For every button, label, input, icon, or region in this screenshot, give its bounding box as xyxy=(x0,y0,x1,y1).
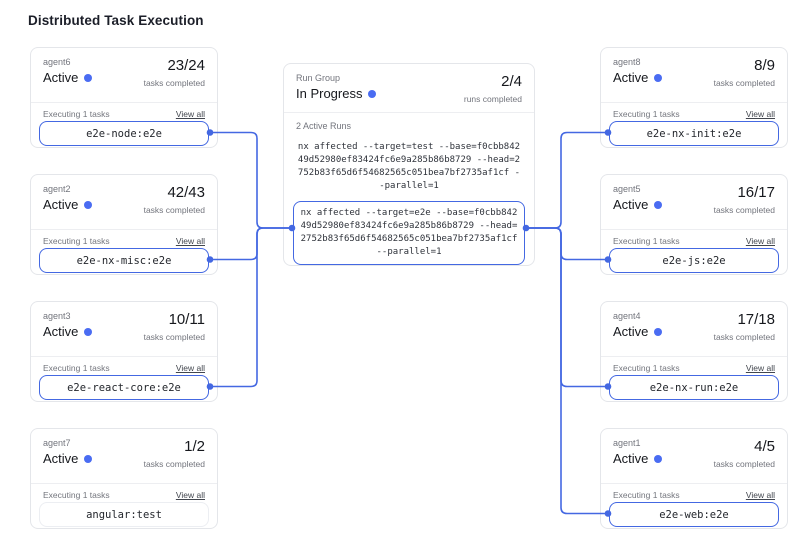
executing-label: Executing 1 tasks xyxy=(613,363,680,373)
executing-label: Executing 1 tasks xyxy=(43,363,110,373)
tasks-count-caption: tasks completed xyxy=(144,332,205,342)
agent-card-agent4: agent4 Active 17/18 tasks completed Exec… xyxy=(600,301,788,402)
tasks-count-caption: tasks completed xyxy=(144,78,205,88)
executing-label: Executing 1 tasks xyxy=(613,236,680,246)
agent-status: Active xyxy=(43,324,78,339)
tasks-count: 8/9 xyxy=(714,57,775,74)
tasks-count-caption: tasks completed xyxy=(714,332,775,342)
task-chip[interactable]: e2e-nx-misc:e2e xyxy=(39,248,209,273)
view-all-link[interactable]: View all xyxy=(746,109,775,119)
executing-label: Executing 1 tasks xyxy=(43,490,110,500)
agent-name: agent6 xyxy=(43,57,92,67)
agent-status: Active xyxy=(43,197,78,212)
agent-card-header: agent8 Active 8/9 tasks completed xyxy=(601,48,787,103)
executing-label: Executing 1 tasks xyxy=(613,109,680,119)
task-chip[interactable]: e2e-js:e2e xyxy=(609,248,779,273)
agent-card-header: agent3 Active 10/11 tasks completed xyxy=(31,302,217,357)
tasks-count: 10/11 xyxy=(144,311,205,328)
view-all-link[interactable]: View all xyxy=(176,109,205,119)
agent-card-header: agent1 Active 4/5 tasks completed xyxy=(601,429,787,484)
agent-name: agent3 xyxy=(43,311,92,321)
status-dot-icon xyxy=(84,201,92,209)
task-chip[interactable]: e2e-node:e2e xyxy=(39,121,209,146)
status-dot-icon xyxy=(654,201,662,209)
view-all-link[interactable]: View all xyxy=(176,363,205,373)
run-group-status: In Progress xyxy=(296,86,362,101)
status-dot-icon xyxy=(84,328,92,336)
agent-status: Active xyxy=(613,324,648,339)
tasks-count: 4/5 xyxy=(714,438,775,455)
tasks-count: 17/18 xyxy=(714,311,775,328)
runs-count: 2/4 xyxy=(464,73,522,90)
tasks-count: 42/43 xyxy=(144,184,205,201)
agent-status: Active xyxy=(613,451,648,466)
agent-card-agent6: agent6 Active 23/24 tasks completed Exec… xyxy=(30,47,218,148)
run-group-header: Run Group In Progress 2/4 runs completed xyxy=(284,64,534,113)
executing-label: Executing 1 tasks xyxy=(613,490,680,500)
agent-name: agent5 xyxy=(613,184,662,194)
runs-count-caption: runs completed xyxy=(464,94,522,104)
agent-name: agent2 xyxy=(43,184,92,194)
agent-name: agent4 xyxy=(613,311,662,321)
executing-label: Executing 1 tasks xyxy=(43,109,110,119)
page-title: Distributed Task Execution xyxy=(28,13,204,28)
view-all-link[interactable]: View all xyxy=(746,236,775,246)
agent-card-agent5: agent5 Active 16/17 tasks completed Exec… xyxy=(600,174,788,275)
agent-card-header: agent5 Active 16/17 tasks completed xyxy=(601,175,787,230)
agent-card-agent3: agent3 Active 10/11 tasks completed Exec… xyxy=(30,301,218,402)
active-runs-label: 2 Active Runs xyxy=(296,121,522,132)
tasks-count: 1/2 xyxy=(144,438,205,455)
tasks-count-caption: tasks completed xyxy=(714,205,775,215)
agent-status: Active xyxy=(43,70,78,85)
run-group-card: Run Group In Progress 2/4 runs completed… xyxy=(283,63,535,266)
task-chip[interactable]: e2e-nx-run:e2e xyxy=(609,375,779,400)
agent-card-agent2: agent2 Active 42/43 tasks completed Exec… xyxy=(30,174,218,275)
run-group-label: Run Group xyxy=(296,73,376,83)
view-all-link[interactable]: View all xyxy=(176,490,205,500)
tasks-count-caption: tasks completed xyxy=(144,205,205,215)
status-dot-icon xyxy=(84,74,92,82)
tasks-count-caption: tasks completed xyxy=(714,459,775,469)
agent-card-agent7: agent7 Active 1/2 tasks completed Execut… xyxy=(30,428,218,529)
tasks-count: 23/24 xyxy=(144,57,205,74)
status-dot-icon xyxy=(368,90,376,98)
agent-card-header: agent7 Active 1/2 tasks completed xyxy=(31,429,217,484)
agent-card-header: agent2 Active 42/43 tasks completed xyxy=(31,175,217,230)
agent-card-agent1: agent1 Active 4/5 tasks completed Execut… xyxy=(600,428,788,529)
agent-status: Active xyxy=(613,197,648,212)
task-chip[interactable]: e2e-web:e2e xyxy=(609,502,779,527)
view-all-link[interactable]: View all xyxy=(176,236,205,246)
status-dot-icon xyxy=(84,455,92,463)
task-chip[interactable]: angular:test xyxy=(39,502,209,527)
agent-status: Active xyxy=(613,70,648,85)
agent-name: agent8 xyxy=(613,57,662,67)
status-dot-icon xyxy=(654,328,662,336)
view-all-link[interactable]: View all xyxy=(746,363,775,373)
task-chip[interactable]: e2e-react-core:e2e xyxy=(39,375,209,400)
task-chip[interactable]: e2e-nx-init:e2e xyxy=(609,121,779,146)
run-command[interactable]: nx affected --target=test --base=f0cbb84… xyxy=(293,137,525,197)
executing-label: Executing 1 tasks xyxy=(43,236,110,246)
tasks-count-caption: tasks completed xyxy=(714,78,775,88)
agent-name: agent7 xyxy=(43,438,92,448)
agent-card-header: agent4 Active 17/18 tasks completed xyxy=(601,302,787,357)
status-dot-icon xyxy=(654,74,662,82)
view-all-link[interactable]: View all xyxy=(746,490,775,500)
agent-name: agent1 xyxy=(613,438,662,448)
tasks-count: 16/17 xyxy=(714,184,775,201)
status-dot-icon xyxy=(654,455,662,463)
run-command-highlighted[interactable]: nx affected --target=e2e --base=f0cbb842… xyxy=(293,201,525,265)
agent-card-agent8: agent8 Active 8/9 tasks completed Execut… xyxy=(600,47,788,148)
agent-status: Active xyxy=(43,451,78,466)
tasks-count-caption: tasks completed xyxy=(144,459,205,469)
agent-card-header: agent6 Active 23/24 tasks completed xyxy=(31,48,217,103)
